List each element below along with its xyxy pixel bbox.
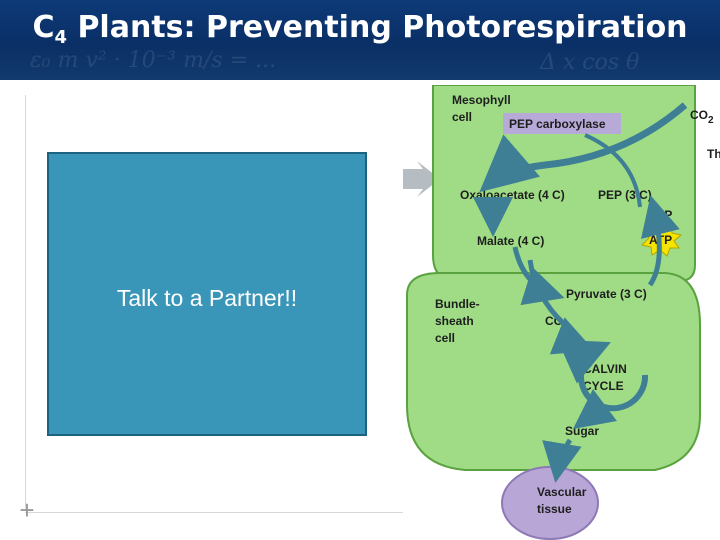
bottom-guide-line bbox=[25, 512, 403, 513]
background-equation-decoration: ε₀ m v² · 10⁻³ m/s = ... bbox=[30, 48, 276, 73]
title-main: C bbox=[32, 10, 54, 45]
left-guide-line bbox=[25, 95, 26, 510]
cutoff-text: Th bbox=[707, 147, 720, 161]
oxaloacetate-label: Oxaloacetate (4 C) bbox=[460, 188, 565, 202]
slide-title: C4 Plants: Preventing Photorespiration bbox=[0, 10, 720, 48]
sugar-label: Sugar bbox=[565, 424, 599, 438]
plus-icon: + bbox=[16, 496, 38, 524]
partner-prompt: Talk to a Partner!! bbox=[49, 285, 365, 312]
title-subscript: 4 bbox=[54, 27, 67, 48]
pyruvate-label: Pyruvate (3 C) bbox=[566, 287, 647, 301]
discussion-box: Talk to a Partner!! bbox=[47, 152, 367, 436]
adp-label: ADP bbox=[647, 208, 672, 222]
malate-label: Malate (4 C) bbox=[477, 234, 544, 248]
pep-label: PEP (3 C) bbox=[598, 188, 652, 202]
title-bar: ε₀ m v² · 10⁻³ m/s = ... Δ x cos θ C4 Pl… bbox=[0, 0, 720, 80]
title-rest: Plants: Preventing Photorespiration bbox=[67, 10, 688, 45]
background-formula-decoration: Δ x cos θ bbox=[540, 50, 639, 75]
pep-carboxylase-label: PEP carboxylase bbox=[509, 117, 606, 131]
